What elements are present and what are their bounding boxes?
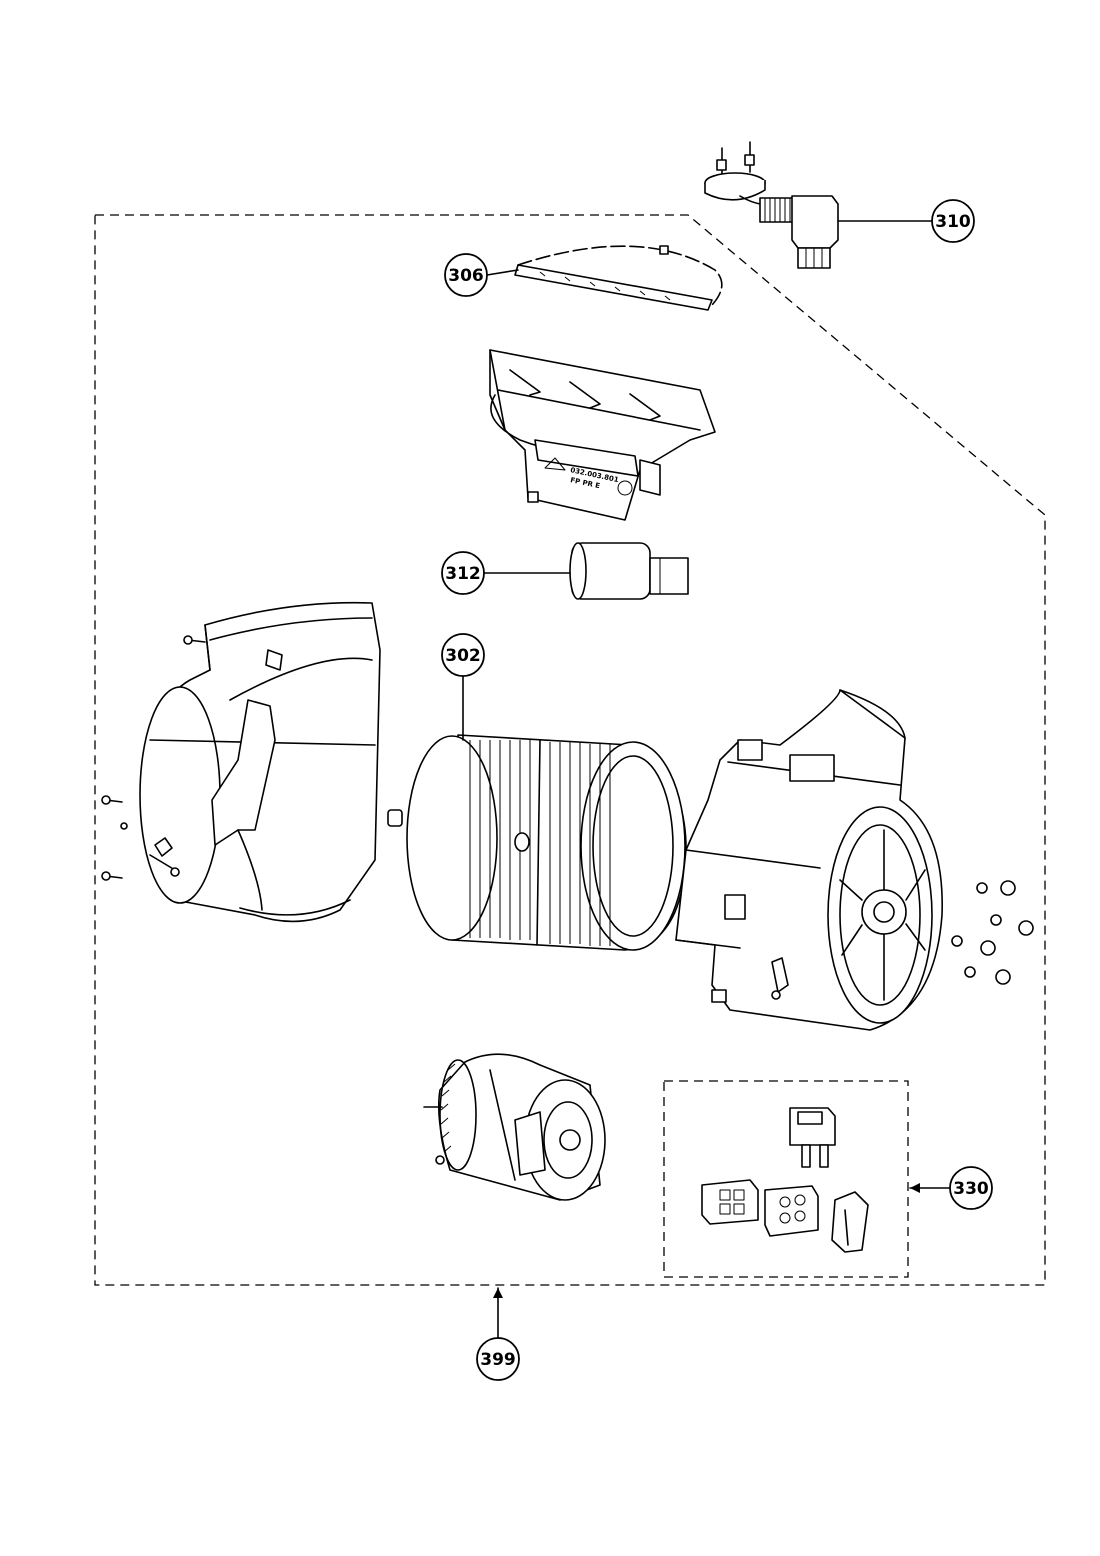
callout-399: 399 xyxy=(476,1337,520,1381)
callout-330: 330 xyxy=(949,1166,993,1210)
right-housing-nuts-screws xyxy=(951,880,1034,985)
callout-label-310: 310 xyxy=(935,212,971,232)
capacitor-part xyxy=(569,542,689,600)
air-deflector-part: 032.003.801 FP PR E xyxy=(489,349,716,521)
left-housing-screws xyxy=(101,635,206,881)
right-housing-part xyxy=(675,689,943,1031)
kit-boundary-330 xyxy=(663,1080,909,1278)
callout-label-302: 302 xyxy=(445,646,481,666)
leader-399 xyxy=(493,1287,503,1339)
blower-wheel-part xyxy=(387,734,687,951)
leader-330 xyxy=(909,1183,951,1193)
motor-part xyxy=(423,1053,606,1201)
callout-312: 312 xyxy=(441,551,485,595)
electrical-kit-part xyxy=(701,1107,869,1253)
light-cover-part xyxy=(514,245,723,311)
callout-306: 306 xyxy=(444,253,488,297)
callout-302: 302 xyxy=(441,633,485,677)
callout-310: 310 xyxy=(931,199,975,243)
callout-label-306: 306 xyxy=(448,266,484,286)
power-cord-part xyxy=(704,141,839,269)
leader-306 xyxy=(486,269,519,276)
callout-label-399: 399 xyxy=(480,1350,516,1370)
left-housing-part xyxy=(139,601,381,923)
assembly-boundary-399 xyxy=(94,214,1046,1286)
callout-label-312: 312 xyxy=(445,564,481,584)
callout-label-330: 330 xyxy=(953,1179,989,1199)
